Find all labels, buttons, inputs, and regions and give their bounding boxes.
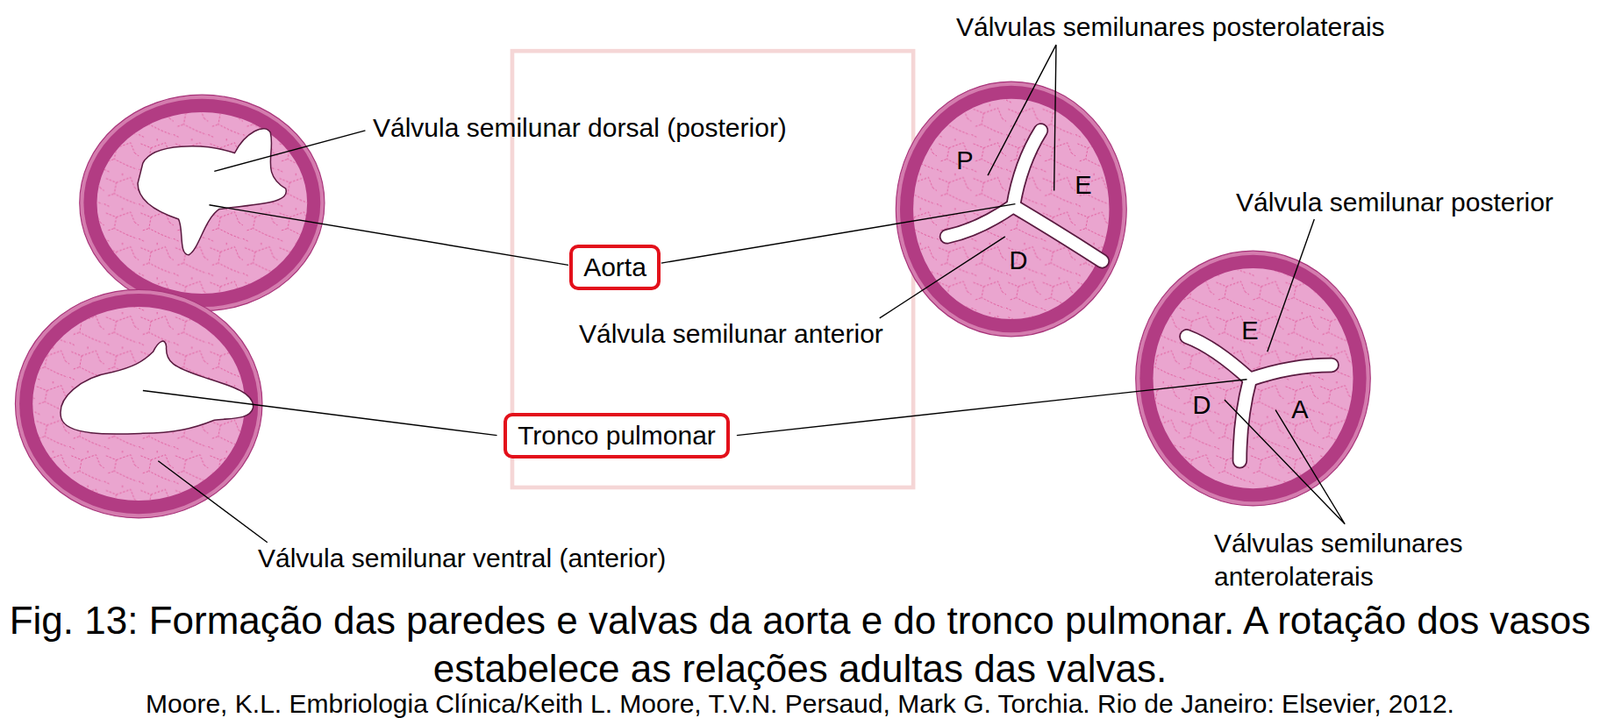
cusp-letter: A [1291, 395, 1308, 425]
cusp-letter-wrap: D [1192, 391, 1212, 421]
early-pulmonary-trunk [14, 289, 263, 519]
valve-label-wrap: Válvulas semilunares posterolaterais [956, 12, 1386, 43]
early-aorta [79, 94, 325, 312]
valve-label: Válvulas semilunares posterolaterais [956, 12, 1386, 43]
vessel-name-box: Tronco pulmonar [503, 413, 730, 460]
source-reference-wrap: Moore, K.L. Embriologia Clínica/Keith L.… [145, 689, 1455, 721]
vessel-name: Tronco pulmonar [517, 421, 716, 452]
valve-label-wrap: Válvula semilunar ventral (anterior) [257, 543, 666, 575]
valve-label-wrap: Válvula semilunar posterior [1235, 187, 1554, 219]
cusp-letter: D [1192, 391, 1212, 421]
cusp-letter-wrap: E [1074, 171, 1092, 200]
vessel-name-box: Aorta [569, 244, 661, 292]
figure-caption-wrap: Fig. 13: Formação das paredes e valvas d… [6, 596, 1594, 693]
valve-label: Válvula semilunar ventral (anterior) [257, 543, 666, 575]
cusp-letter: E [1241, 316, 1258, 346]
vessel-name: Aorta [583, 252, 647, 284]
valve-label-wrap: Válvulas semilunares anterolaterais [1214, 527, 1508, 594]
figure-caption: Fig. 13: Formação das paredes e valvas d… [9, 599, 1592, 691]
cusp-letter-wrap: A [1291, 395, 1308, 425]
adult-pulmonary-trunk [1135, 250, 1372, 507]
cusp-letter-wrap: D [1009, 246, 1029, 276]
cusp-letter-wrap: P [956, 146, 973, 176]
cusp-letter-wrap: E [1241, 316, 1258, 346]
leader-lines [142, 44, 1345, 543]
valve-label: Válvula semilunar dorsal (posterior) [372, 113, 787, 144]
source-reference: Moore, K.L. Embriologia Clínica/Keith L.… [145, 689, 1455, 721]
cusp-letter: P [956, 146, 973, 176]
valve-label-wrap: Válvula semilunar dorsal (posterior) [372, 113, 787, 144]
valve-label: Válvula semilunar posterior [1235, 187, 1554, 219]
adult-aorta [895, 81, 1127, 337]
cusp-letter: D [1009, 246, 1029, 276]
valve-label: Válvula semilunar anterior [578, 319, 884, 350]
valve-label: Válvulas semilunares anterolaterais [1214, 527, 1508, 594]
valve-label-wrap: Válvula semilunar anterior [578, 319, 884, 350]
cusp-letter: E [1074, 171, 1092, 200]
